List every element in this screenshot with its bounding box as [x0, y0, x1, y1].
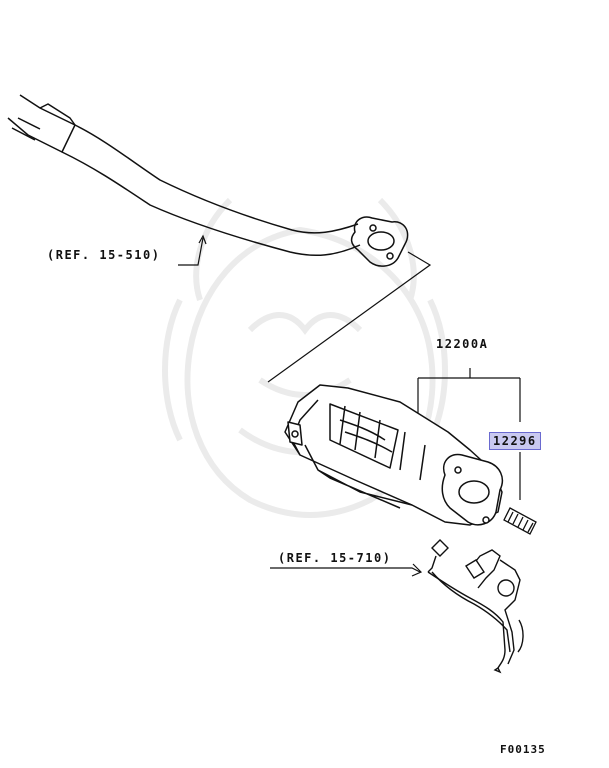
part-number-12296-highlight[interactable]: 12296 — [489, 432, 541, 450]
ref-label-upper[interactable]: (REF. 15-510) — [47, 248, 161, 262]
ref-label-lower[interactable]: (REF. 15-710) — [278, 551, 392, 565]
catalytic-converter — [284, 384, 504, 526]
oxygen-sensor — [427, 539, 524, 674]
front-exhaust-pipe — [7, 94, 409, 267]
figure-code: F00135 — [500, 743, 546, 756]
leader-lines — [178, 234, 521, 577]
part-number-12200a[interactable]: 12200A — [436, 337, 489, 351]
stud-bolt — [503, 507, 537, 535]
